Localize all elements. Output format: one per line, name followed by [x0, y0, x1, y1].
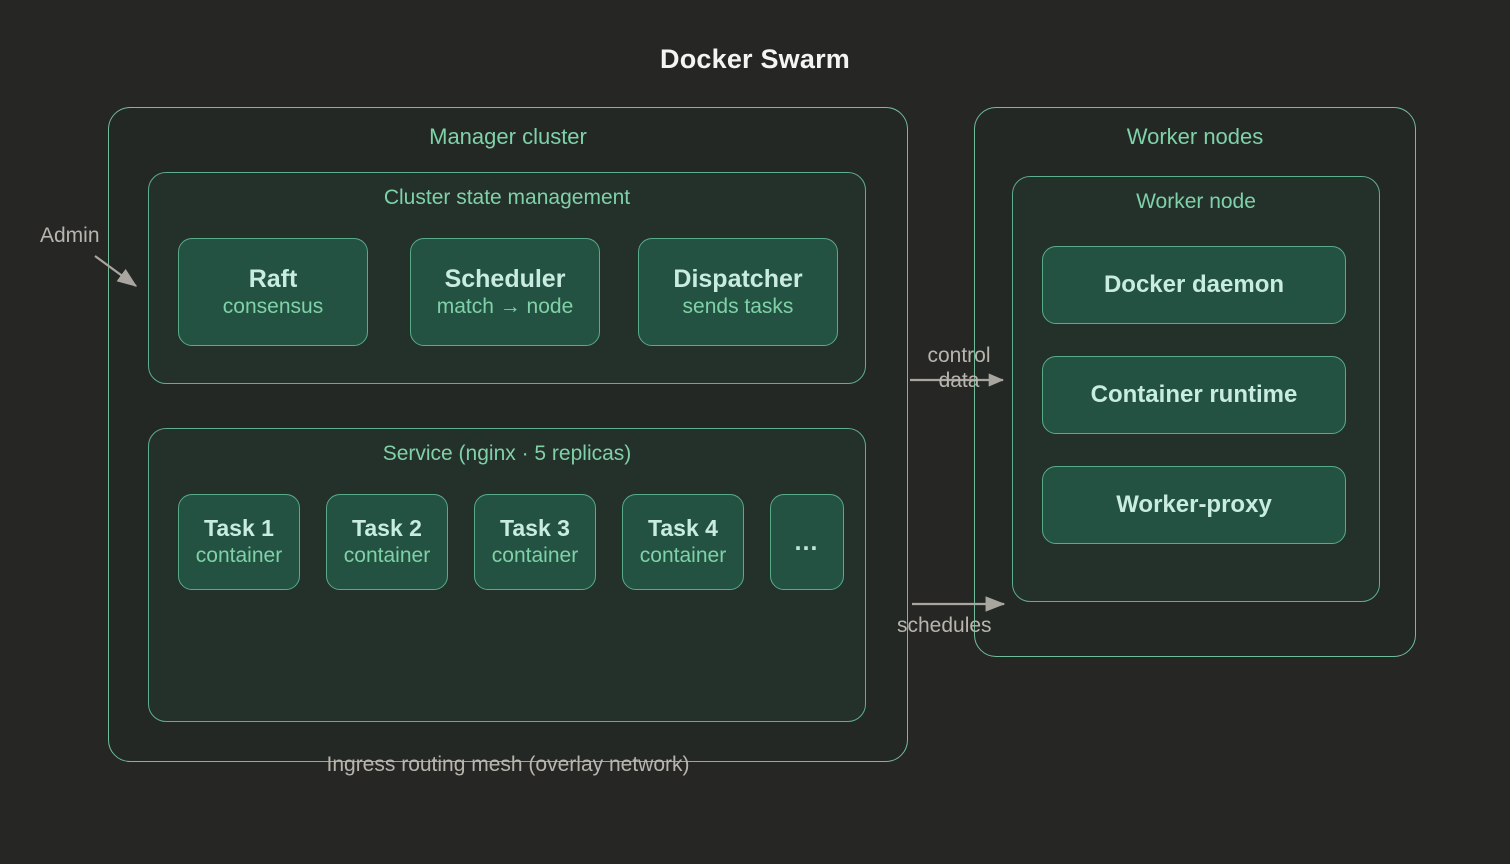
task-4-title: Task 4: [648, 515, 718, 542]
node-dispatcher-subtitle: sends tasks: [682, 294, 794, 318]
task-3[interactable]: Task 3 container: [474, 494, 596, 590]
control-data-label: control data: [900, 344, 1018, 394]
node-dispatcher-title: Dispatcher: [673, 264, 803, 293]
node-scheduler-title: Scheduler: [444, 264, 566, 293]
task-4[interactable]: Task 4 container: [622, 494, 744, 590]
task-4-subtitle: container: [639, 543, 727, 567]
cluster-state-management-label: Cluster state management: [383, 186, 631, 209]
node-scheduler-subtitle: match → node: [436, 294, 574, 318]
task-1[interactable]: Task 1 container: [178, 494, 300, 590]
control-data-label-line2: data: [938, 368, 980, 392]
task-1-title: Task 1: [204, 515, 274, 542]
schedules-label: schedules: [897, 614, 992, 637]
task-3-subtitle: container: [491, 543, 579, 567]
node-container-runtime-title: Container runtime: [1090, 380, 1298, 408]
control-data-label-line1: control: [927, 344, 991, 367]
node-dispatcher[interactable]: Dispatcher sends tasks: [638, 238, 838, 346]
ingress-routing-mesh-label: Ingress routing mesh (overlay network): [326, 753, 690, 776]
task-overflow-ellipsis[interactable]: …: [770, 494, 844, 590]
node-container-runtime[interactable]: Container runtime: [1042, 356, 1346, 434]
task-overflow-label: …: [793, 528, 821, 556]
node-worker-proxy[interactable]: Worker-proxy: [1042, 466, 1346, 544]
task-2-subtitle: container: [343, 543, 431, 567]
service-label: Service (nginx · 5 replicas): [382, 442, 632, 465]
page-title: Docker Swarm: [660, 44, 850, 74]
admin-label: Admin: [40, 224, 100, 247]
node-scheduler[interactable]: Scheduler match → node: [410, 238, 600, 346]
worker-nodes-label: Worker nodes: [1126, 124, 1264, 149]
task-1-subtitle: container: [195, 543, 283, 567]
node-raft-subtitle: consensus: [222, 294, 324, 318]
task-3-title: Task 3: [500, 515, 570, 542]
task-2-title: Task 2: [352, 515, 422, 542]
node-raft-title: Raft: [248, 264, 298, 293]
node-docker-daemon-title: Docker daemon: [1103, 270, 1285, 298]
manager-cluster-label: Manager cluster: [429, 124, 587, 149]
node-worker-proxy-title: Worker-proxy: [1116, 490, 1272, 518]
worker-node-label: Worker node: [1136, 190, 1256, 213]
node-raft[interactable]: Raft consensus: [178, 238, 368, 346]
task-2[interactable]: Task 2 container: [326, 494, 448, 590]
node-docker-daemon[interactable]: Docker daemon: [1042, 246, 1346, 324]
